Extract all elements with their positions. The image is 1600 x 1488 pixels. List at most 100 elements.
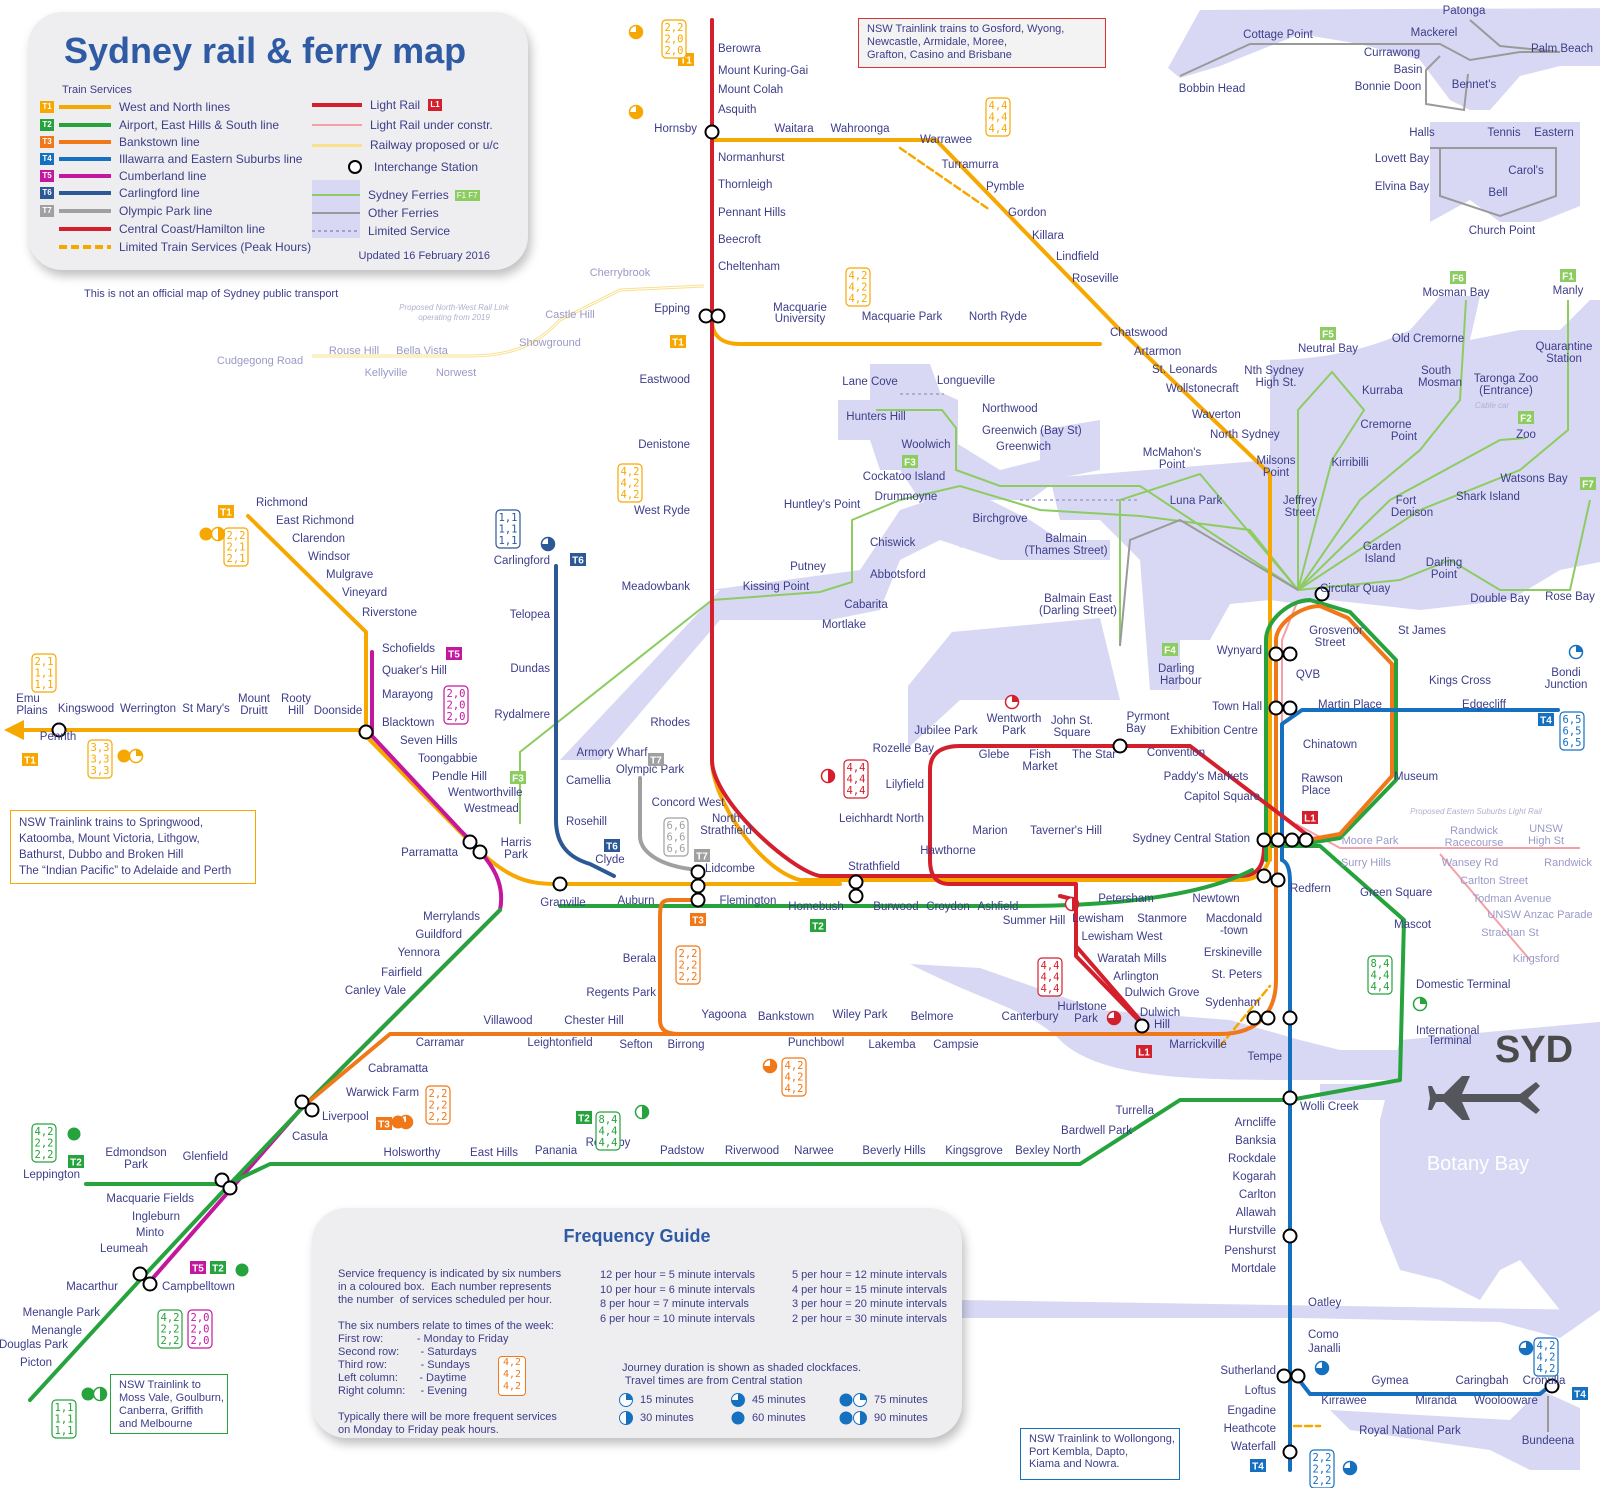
proposed-stop-label-randwick[interactable]: Randwick (1544, 857, 1592, 869)
station-label-glenfield[interactable]: Glenfield (183, 1151, 228, 1163)
station-label-berala[interactable]: Berala (623, 953, 657, 965)
interchange-lidcombe-b[interactable] (690, 878, 706, 894)
station-label-parramatta[interactable]: Parramatta (401, 847, 458, 859)
ferry-stop-label-balmain-east[interactable]: Balmain East (1044, 593, 1113, 605)
proposed-stop-label-kellyville[interactable]: Kellyville (365, 367, 408, 379)
station-label-narwee[interactable]: Narwee (794, 1145, 834, 1157)
station-label-toongabbie[interactable]: Toongabbie (418, 753, 477, 765)
proposed-stop-label-cherrybrook[interactable]: Cherrybrook (590, 267, 651, 279)
station-label-square[interactable]: Square (1053, 727, 1090, 739)
station-label-heathcote[interactable]: Heathcote (1224, 1423, 1276, 1435)
station-label-international[interactable]: International (1416, 1025, 1479, 1037)
interchange-epping-b[interactable] (710, 308, 726, 324)
interchange-town-hall-b[interactable] (1282, 700, 1298, 716)
proposed-stop-label-racecourse[interactable]: Racecourse (1445, 837, 1504, 849)
proposed-stop-label-castle-hill[interactable]: Castle Hill (545, 309, 595, 321)
ferry-stop-label-island[interactable]: Island (1365, 553, 1396, 565)
station-label-waterfall[interactable]: Waterfall (1231, 1441, 1276, 1453)
station-label-merrylands[interactable]: Merrylands (423, 911, 480, 923)
station-label-blacktown[interactable]: Blacktown (382, 717, 434, 729)
station-label-wolli-creek[interactable]: Wolli Creek (1300, 1101, 1359, 1113)
station-label-gymea[interactable]: Gymea (1371, 1375, 1409, 1387)
station-label-turrella[interactable]: Turrella (1115, 1105, 1154, 1117)
proposed-stop-label-randwick[interactable]: Randwick (1450, 825, 1498, 837)
station-label-wollstonecraft[interactable]: Wollstonecraft (1166, 383, 1239, 395)
interchange-hurstville[interactable] (1282, 1228, 1298, 1244)
station-label-leppington[interactable]: Leppington (23, 1169, 80, 1181)
interchange-campbelltown[interactable] (142, 1276, 158, 1292)
station-label-kings-cross[interactable]: Kings Cross (1429, 675, 1491, 687)
ferry-stop-label-street[interactable]: Street (1315, 637, 1346, 649)
station-label-summer-hill[interactable]: Summer Hill (1003, 915, 1066, 927)
station-label-douglas-park[interactable]: Douglas Park (0, 1339, 68, 1351)
ferry-stop-label-birchgrove[interactable]: Birchgrove (973, 513, 1028, 525)
station-label-padstow[interactable]: Padstow (660, 1145, 705, 1157)
station-label-sydney-central-station[interactable]: Sydney Central Station (1132, 833, 1250, 845)
station-label-town-hall[interactable]: Town Hall (1212, 701, 1262, 713)
proposed-stop-label-wansey-rd[interactable]: Wansey Rd (1442, 857, 1498, 869)
station-label-bardwell-park[interactable]: Bardwell Park (1061, 1125, 1132, 1137)
station-label-wentworthville[interactable]: Wentworthville (448, 787, 523, 799)
station-label-museum[interactable]: Museum (1394, 771, 1438, 783)
station-label-killara[interactable]: Killara (1032, 230, 1065, 242)
ferry-stop-label-south[interactable]: South (1421, 365, 1451, 377)
station-label-kingswood[interactable]: Kingswood (58, 703, 114, 715)
station-label-eastwood[interactable]: Eastwood (639, 374, 690, 386)
ferry-stop-label-greenwich-bay-st[interactable]: Greenwich (Bay St) (982, 425, 1082, 437)
station-label-kogarah[interactable]: Kogarah (1233, 1171, 1276, 1183)
interchange-sydenham-b[interactable] (1260, 1010, 1276, 1026)
station-label-banksia[interactable]: Banksia (1235, 1135, 1277, 1147)
station-label-circular-quay[interactable]: Circular Quay (1320, 583, 1391, 595)
station-label-convention[interactable]: Convention (1147, 747, 1205, 759)
station-label-carlton[interactable]: Carlton (1239, 1189, 1276, 1201)
interchange-hornsby[interactable] (704, 124, 720, 140)
station-label-north-ryde[interactable]: North Ryde (969, 311, 1027, 323)
station-label-burwood[interactable]: Burwood (873, 901, 918, 913)
station-label-east-hills[interactable]: East Hills (470, 1147, 518, 1159)
interchange-macarthur[interactable] (132, 1266, 148, 1282)
interchange-dulwich-hill[interactable] (1134, 1018, 1150, 1034)
station-label-waitara[interactable]: Waitara (774, 123, 814, 135)
interchange-pyrmont-bay[interactable] (1112, 738, 1128, 754)
station-label-yennora[interactable]: Yennora (398, 947, 441, 959)
station-label-flemington[interactable]: Flemington (720, 895, 777, 907)
ferry-stop-label-carol-s[interactable]: Carol's (1508, 165, 1544, 177)
proposed-stop-label-moore-park[interactable]: Moore Park (1342, 835, 1399, 847)
ferry-stop-label-currawong[interactable]: Currawong (1364, 47, 1420, 59)
station-label-rozelle-bay[interactable]: Rozelle Bay (873, 743, 935, 755)
station-label-lidcombe[interactable]: Lidcombe (705, 863, 755, 875)
station-label-canterbury[interactable]: Canterbury (1002, 1011, 1059, 1023)
interchange-redfern-a[interactable] (1256, 868, 1272, 884)
station-label-wynyard[interactable]: Wynyard (1217, 645, 1262, 657)
station-label-asquith[interactable]: Asquith (718, 104, 756, 116)
ferry-stop-label-cockatoo-island[interactable]: Cockatoo Island (863, 471, 945, 483)
interchange-wynyard-a[interactable] (1268, 646, 1284, 662)
interchange-sydenham-a[interactable] (1246, 1010, 1262, 1026)
station-label-warrawee[interactable]: Warrawee (920, 134, 972, 146)
ferry-stop-label-thames-street[interactable]: (Thames Street) (1024, 545, 1107, 557)
station-label-lewisham[interactable]: Lewisham (1072, 913, 1124, 925)
ferry-stop-label-darling[interactable]: Darling (1426, 557, 1462, 569)
station-label-erskineville[interactable]: Erskineville (1204, 947, 1262, 959)
station-label-allawah[interactable]: Allawah (1236, 1207, 1276, 1219)
station-label-bundeena[interactable]: Bundeena (1522, 1435, 1575, 1447)
station-label-carlingford[interactable]: Carlingford (494, 555, 550, 567)
station-label-holsworthy[interactable]: Holsworthy (384, 1147, 441, 1159)
ferry-stop-label-point[interactable]: Point (1263, 467, 1290, 479)
station-label-dulwich[interactable]: Dulwich (1140, 1007, 1180, 1019)
station-label-panania[interactable]: Panania (535, 1145, 578, 1157)
station-label-quaker-s-hill[interactable]: Quaker's Hill (382, 665, 447, 677)
station-label-park[interactable]: Park (124, 1159, 148, 1171)
station-label-gordon[interactable]: Gordon (1008, 207, 1046, 219)
proposed-stop-label-surry-hills[interactable]: Surry Hills (1341, 857, 1392, 869)
ferry-stop-label-lovett-bay[interactable]: Lovett Bay (1375, 153, 1430, 165)
ferry-stop-label-qvb[interactable]: QVB (1296, 669, 1321, 681)
station-label-birrong[interactable]: Birrong (667, 1039, 704, 1051)
station-label-caringbah[interactable]: Caringbah (1455, 1375, 1508, 1387)
ferry-stop-label-mackerel[interactable]: Mackerel (1411, 27, 1458, 39)
interchange-central-a[interactable] (1256, 832, 1272, 848)
ferry-stop-label-balmain[interactable]: Balmain (1045, 533, 1087, 545)
ferry-stop-label-point[interactable]: Point (1391, 431, 1418, 443)
proposed-stop-label-cudgegong-road[interactable]: Cudgegong Road (217, 355, 303, 367)
proposed-stop-label-unsw[interactable]: UNSW (1529, 823, 1563, 835)
